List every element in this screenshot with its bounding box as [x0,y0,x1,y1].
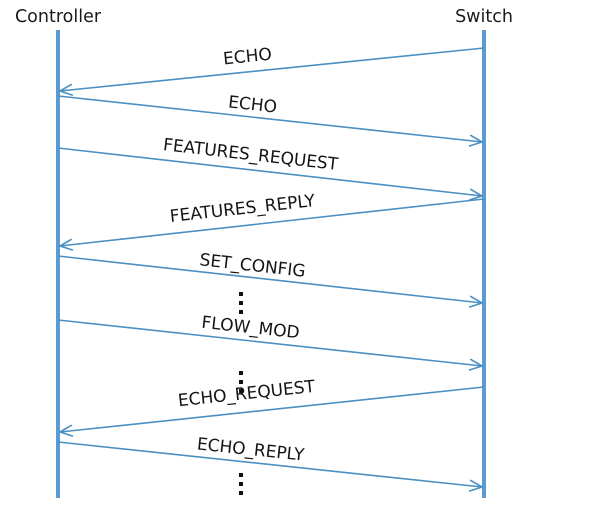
lifeline-group [56,30,486,498]
message-line-m8 [57,441,483,488]
message-label-m3: FEATURES_REQUEST [162,135,340,175]
ellipsis-dot [239,292,243,296]
message-label-group: ECHOECHOFEATURES_REQUESTFEATURES_REPLYSE… [162,45,340,466]
message-label-m6: FLOW_MOD [201,313,301,344]
arrowhead-m3 [468,188,483,201]
message-line-m6 [57,319,483,367]
ellipsis-dot [239,301,243,305]
ellipsis-dot [239,389,243,393]
message-line-m4 [59,198,485,247]
arrowhead-m1 [59,83,74,96]
arrowhead-m8 [468,479,483,492]
ellipsis-dot [239,380,243,384]
message-line-m2 [57,95,483,143]
arrowhead-m7 [59,424,74,437]
arrowhead-m4 [59,238,74,251]
arrowhead-m5 [468,295,483,308]
actor-label-controller: Controller [15,7,102,27]
actor-label-group: Controller Switch [15,7,513,27]
ellipsis-dot [239,473,243,477]
ellipsis-dot [239,491,243,495]
message-label-m7: ECHO_REQUEST [177,377,317,411]
message-label-m8: ECHO_REPLY [196,434,306,465]
ellipsis-dot [239,482,243,486]
arrowhead-m6 [468,358,483,371]
message-line-m3 [57,147,483,197]
message-line-m1 [59,47,485,92]
message-label-m4: FEATURES_REPLY [169,191,317,227]
actor-label-switch: Switch [455,7,513,27]
message-label-m2: ECHO [227,92,278,117]
message-line-m5 [57,255,483,304]
message-label-m1: ECHO [222,45,273,70]
arrowhead-m2 [468,134,483,147]
message-line-m7 [59,386,485,433]
message-arrow-group [57,47,485,492]
ellipsis-dot [239,310,243,314]
ellipsis-group [239,292,243,495]
ellipsis-dot [239,371,243,375]
